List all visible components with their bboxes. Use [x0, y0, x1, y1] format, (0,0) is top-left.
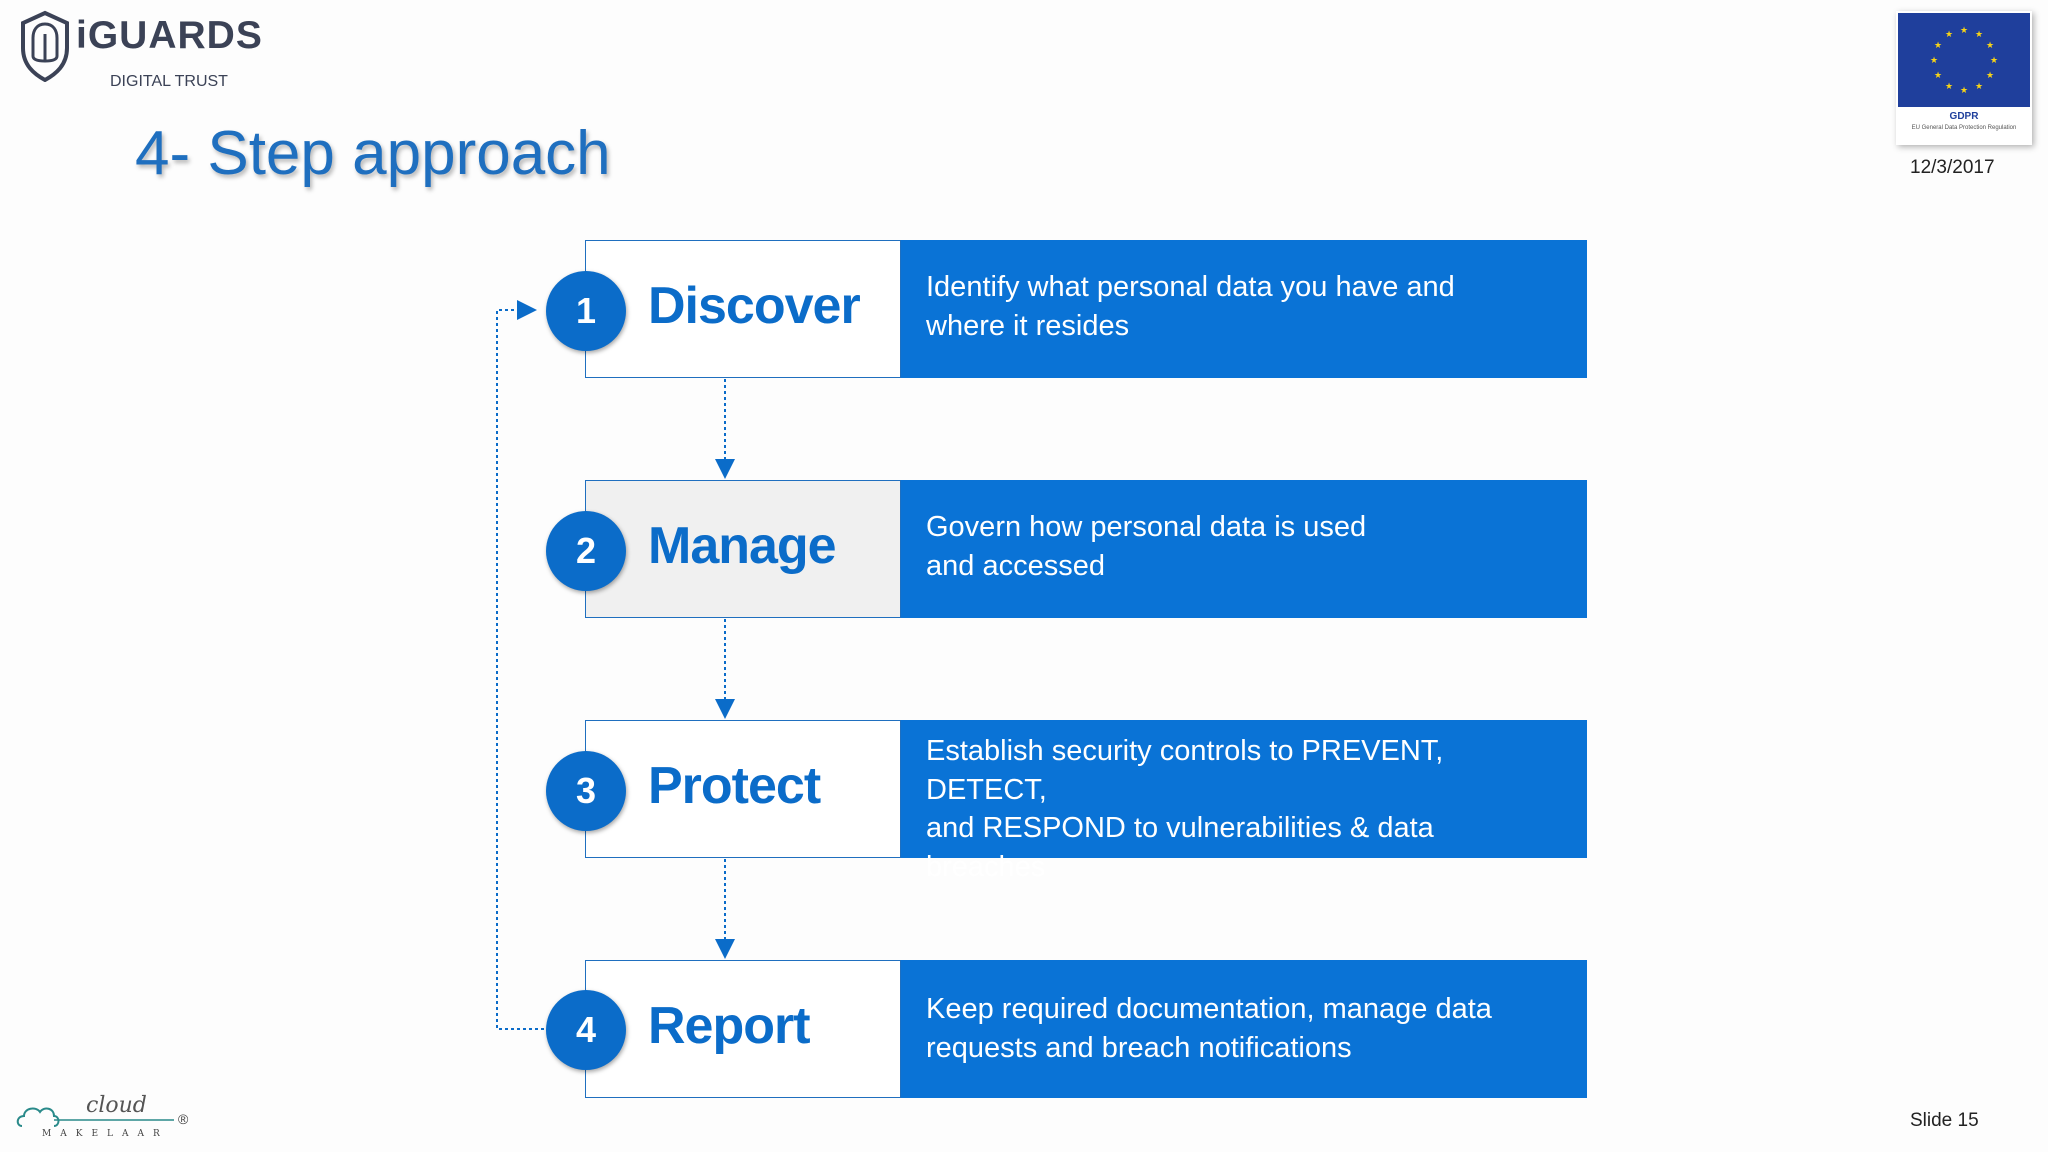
brand-name: iGUARDS: [76, 14, 263, 57]
step-3-box: [585, 720, 901, 858]
step-3-title: Protect: [648, 757, 821, 815]
slide-number: Slide 15: [1910, 1110, 1979, 1131]
gdpr-caption: EU General Data Protection Regulation: [1911, 125, 2017, 131]
eu-star-icon: ★: [1975, 82, 1983, 92]
brand-tagline: DIGITAL TRUST: [110, 73, 228, 90]
makelaar-word: MAKELAAR: [42, 1129, 169, 1139]
cloud-icon: cloud MAKELAAR ®: [16, 1093, 189, 1139]
registered-mark: ®: [178, 1111, 189, 1127]
eu-star-icon: ★: [1945, 82, 1953, 92]
step-2-title: Manage: [648, 517, 837, 575]
eu-star-icon: ★: [1934, 41, 1942, 51]
step-2-line-1: Govern how personal data is used: [926, 511, 1367, 543]
gdpr-badge: ★★★★★★★★★★★★ GDPR EU General Data Protec…: [1896, 11, 2032, 145]
step-2-number: 2: [546, 511, 626, 591]
step-1-line-1: Identify what personal data you have and: [926, 271, 1455, 303]
step-2-line-2: and accessed: [926, 549, 1105, 582]
step-4-number: 4: [546, 990, 626, 1070]
step-1-number: 1: [546, 271, 626, 351]
loop-back-arrow: [496, 300, 544, 1030]
step-4-line-1: Keep required documentation, manage data: [926, 993, 1492, 1025]
step-3-line-2: and RESPOND to vulnerabilities & data: [926, 812, 1434, 844]
cloud-makelaar-logo: cloud MAKELAAR ®: [14, 1090, 204, 1142]
step-4-description: Keep required documentation, manage data…: [901, 960, 1587, 1098]
eu-star-icon: ★: [1986, 41, 1994, 51]
step-4-box: [585, 960, 901, 1098]
eu-star-icon: ★: [1934, 71, 1942, 81]
eu-star-icon: ★: [1990, 56, 1998, 66]
step-4-title: Report: [648, 997, 811, 1055]
gdpr-code: GDPR: [1949, 111, 1979, 122]
slide-date: 12/3/2017: [1910, 157, 1995, 178]
step-1-line-2: where it resides: [926, 309, 1130, 342]
iguards-logo: iGUARDS DIGITAL TRUST: [20, 10, 280, 90]
step-2-description: Govern how personal data is used and acc…: [901, 480, 1587, 618]
eu-star-icon: ★: [1960, 26, 1968, 36]
eu-flag-icon: ★★★★★★★★★★★★: [1898, 13, 2030, 107]
eu-star-icon: ★: [1945, 30, 1953, 40]
step-3-line-3: breaches: [926, 850, 1046, 883]
eu-star-icon: ★: [1975, 30, 1983, 40]
shield-icon: [21, 10, 69, 82]
eu-star-icon: ★: [1960, 86, 1968, 96]
step-1-description: Identify what personal data you have and…: [901, 240, 1587, 378]
step-3-line-1: Establish security controls to PREVENT, …: [926, 735, 1444, 806]
step-3-description: Establish security controls to PREVENT, …: [901, 720, 1587, 883]
step-3-number: 3: [546, 751, 626, 831]
step-2-box: [585, 480, 901, 618]
step-1-box: [585, 240, 901, 378]
eu-star-icon: ★: [1986, 71, 1994, 81]
eu-star-icon: ★: [1930, 56, 1938, 66]
step-4-line-2: requests and breach notifications: [926, 1031, 1352, 1064]
page-title: 4- Step approach: [135, 119, 611, 188]
step-1-title: Discover: [648, 277, 861, 335]
cloud-word: cloud: [86, 1093, 147, 1118]
